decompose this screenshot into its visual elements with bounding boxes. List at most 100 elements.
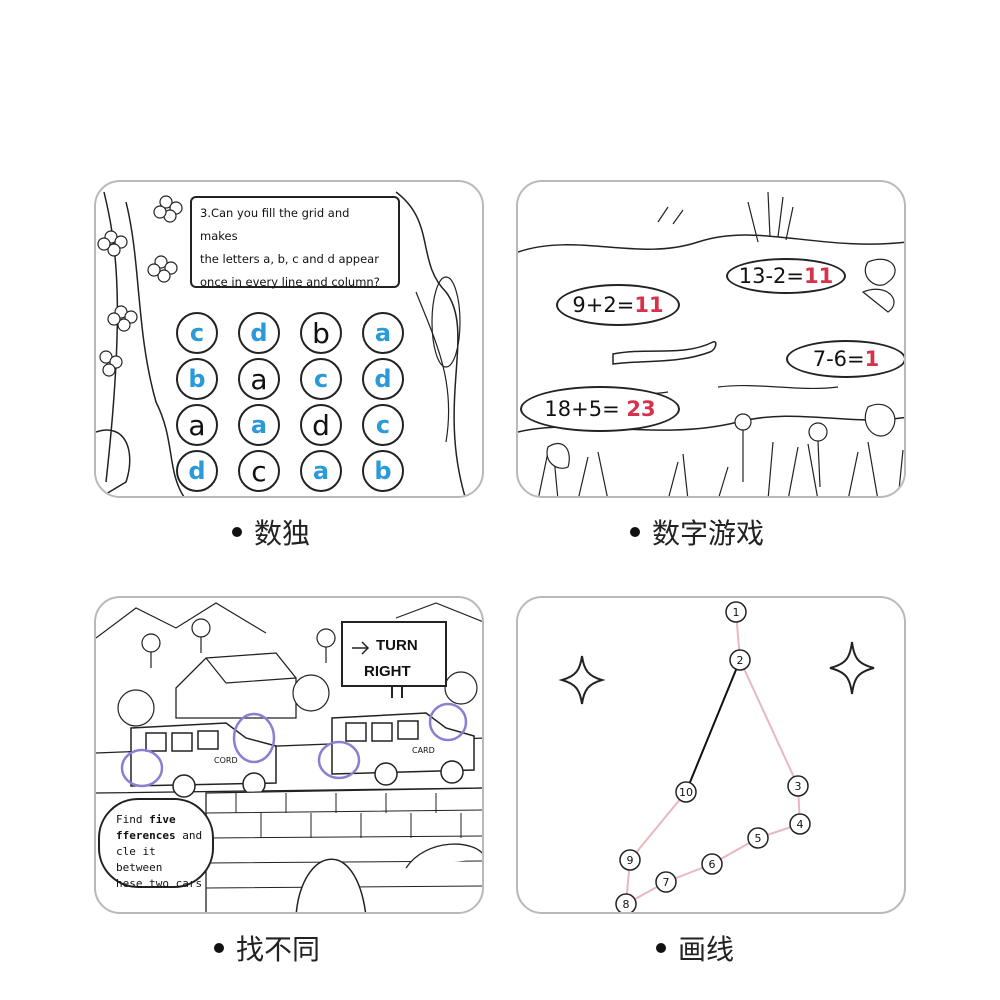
dot-circle: [615, 893, 637, 912]
dot-circle: [747, 827, 769, 849]
sudoku-cell: c: [238, 450, 280, 492]
equation-answer: 11: [804, 264, 834, 288]
dot-point: 10: [675, 781, 697, 803]
difference-circle-icon: [120, 702, 468, 788]
connect-dots-illustration: 1 2 3 4 5 6 7 8 9 10: [558, 601, 875, 912]
dot-point: 4: [789, 813, 811, 835]
dot-number: 7: [663, 876, 670, 889]
dot-point: 3: [787, 775, 809, 797]
sudoku-cell: b: [362, 450, 404, 492]
equation-expression: 9+2=: [572, 293, 635, 317]
sudoku-cell: a: [176, 404, 218, 446]
sudoku-cell: d: [238, 312, 280, 354]
equation-3: 7-6=1: [786, 340, 904, 378]
equation-4: 18+5= 23: [520, 386, 680, 432]
dots-panel: 1 2 3 4 5 6 7 8 9 10: [516, 596, 906, 914]
equation-answer: 23: [626, 397, 656, 421]
caption-text: 数字游戏: [652, 517, 765, 550]
sudoku-cell: d: [176, 450, 218, 492]
dot-circle: [701, 853, 723, 875]
guide-line: [629, 791, 687, 861]
caption-differences: 找不同: [214, 928, 320, 968]
equation-1: 13-2=11: [726, 258, 846, 294]
sparkle-icon: [558, 655, 606, 705]
sudoku-cell: b: [300, 312, 342, 354]
equation-expression: 7-6=: [812, 347, 865, 371]
find-differences-bubble: Find five fferences and cle it between h…: [98, 798, 214, 890]
dot-number: 5: [755, 832, 762, 845]
street-illustration: TURN RIGHT CORD CARD: [96, 602, 482, 912]
dot-circle: [729, 649, 751, 671]
equation-2: 9+2=11: [556, 284, 680, 326]
car-left: [130, 722, 277, 798]
guide-line: [739, 659, 799, 787]
dot-point: 2: [729, 649, 751, 671]
bullet-icon: [656, 943, 666, 953]
car-label: CARD: [412, 746, 435, 755]
caption-text: 画线: [678, 933, 735, 966]
dot-point: 5: [747, 827, 769, 849]
sudoku-cell: d: [300, 404, 342, 446]
dot-point: 6: [701, 853, 723, 875]
instruction-line: hese two cars: [116, 877, 203, 890]
bullet-icon: [232, 527, 242, 537]
bullet-icon: [214, 943, 224, 953]
dot-circle: [619, 849, 641, 871]
math-panel: 13-2=11 9+2=11 7-6=1 18+5= 23: [516, 180, 906, 498]
question-line: the letters a, b, c and d appear: [200, 252, 379, 266]
dot-circle: [675, 781, 697, 803]
sudoku-cell: d: [362, 358, 404, 400]
sudoku-cell: a: [300, 450, 342, 492]
sudoku-cell: c: [176, 312, 218, 354]
flower-icon: [97, 195, 183, 377]
sudoku-cell: b: [176, 358, 218, 400]
car-right: [331, 712, 475, 786]
equation-answer: 11: [634, 293, 664, 317]
dot-circle: [787, 775, 809, 797]
tree-icon: [117, 618, 478, 727]
dot-circle: [725, 601, 747, 623]
sign-line: RIGHT: [364, 663, 411, 680]
dot-number: 1: [733, 606, 740, 619]
sparkle-icon: [829, 641, 875, 695]
question-line: once in every line and column?: [200, 275, 380, 289]
sudoku-cell: a: [238, 358, 280, 400]
equation-answer: 1: [864, 347, 880, 371]
sudoku-cell: a: [362, 312, 404, 354]
caption-dots: 画线: [656, 928, 734, 968]
pond-illustration: [518, 191, 904, 496]
caption-sudoku: 数独: [232, 512, 310, 552]
umbrella-icon: [405, 843, 482, 869]
grass-icon: [538, 403, 904, 496]
caption-text: 数独: [254, 517, 311, 550]
dot-number: 9: [627, 854, 634, 867]
brick-wall: [205, 793, 482, 889]
arrow-right-icon: [352, 641, 370, 655]
dot-point: 7: [655, 871, 677, 893]
equation-expression: 18+5=: [544, 397, 620, 421]
sudoku-question-bubble: 3.Can you fill the grid and makes the le…: [190, 196, 400, 289]
dot-point: 9: [619, 849, 641, 871]
differences-panel: TURN RIGHT CORD CARD: [94, 596, 484, 914]
dot-point: 8: [615, 893, 637, 912]
question-line: 3.Can you fill the grid and makes: [200, 206, 350, 243]
sign-line: TURN: [376, 637, 418, 654]
instruction-line: cle it between: [116, 845, 163, 874]
dot-number: 10: [679, 786, 693, 799]
caption-text: 找不同: [236, 933, 321, 966]
dot-circle: [789, 813, 811, 835]
sudoku-cell: c: [300, 358, 342, 400]
dot-circle: [655, 871, 677, 893]
bullet-icon: [630, 527, 640, 537]
dot-number: 3: [795, 780, 802, 793]
sudoku-background-illustration: [96, 191, 466, 496]
dot-number: 6: [709, 858, 716, 871]
dot-point: 1: [725, 601, 747, 623]
sudoku-cell: a: [238, 404, 280, 446]
dot-number: 8: [623, 898, 630, 911]
drawn-line: [685, 659, 741, 793]
sudoku-panel: 3.Can you fill the grid and makes the le…: [94, 180, 484, 498]
car-label: CORD: [214, 756, 238, 765]
dot-number: 2: [737, 654, 744, 667]
